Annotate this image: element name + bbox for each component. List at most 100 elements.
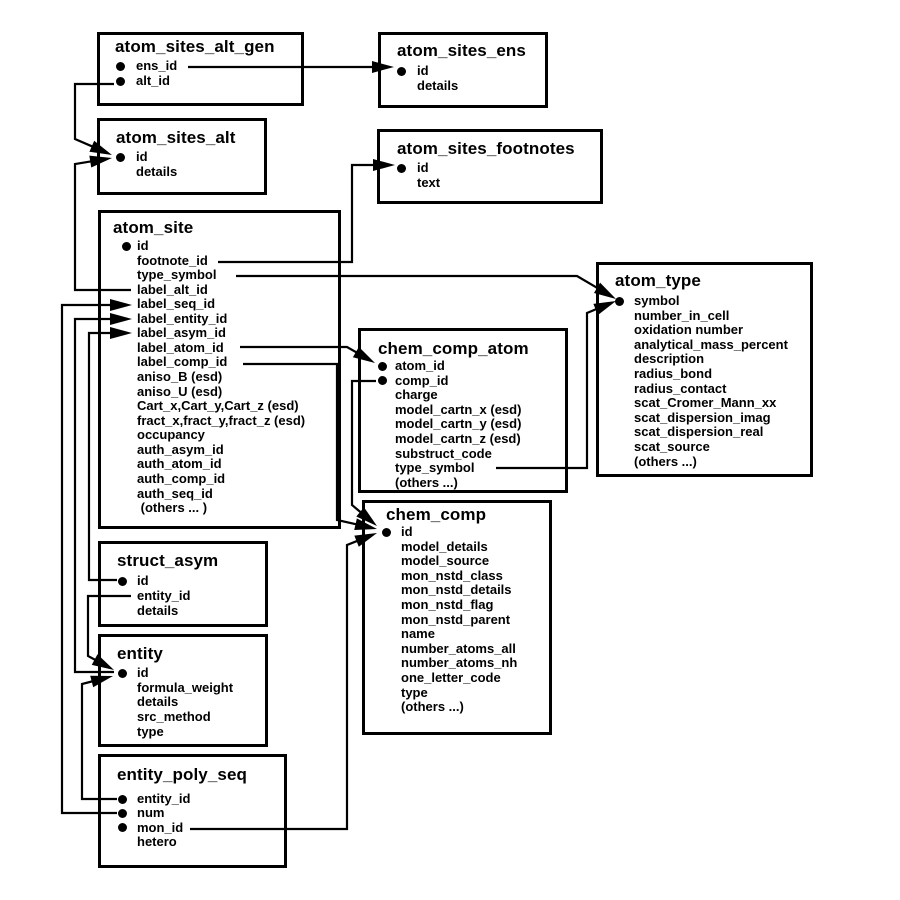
- table-field: details: [137, 694, 179, 710]
- table-field: id: [137, 665, 149, 680]
- table-field: substruct_code: [395, 445, 492, 461]
- table-field: details: [136, 164, 178, 179]
- table-title: chem_comp_atom: [378, 338, 529, 358]
- table-field: type_symbol: [395, 460, 475, 476]
- table-field: details: [417, 78, 459, 93]
- primary-key-icon: [377, 376, 387, 386]
- primary-key-icon: [117, 576, 127, 586]
- primary-key-icon: [614, 296, 624, 306]
- table-field: number_in_cell: [634, 307, 730, 323]
- table-field: auth_seq_id: [137, 485, 213, 501]
- table-field: (others ... ): [137, 500, 208, 516]
- table-field: model_cartn_x (esd): [395, 401, 522, 417]
- primary-key-icon: [121, 241, 131, 251]
- table-field: occupancy: [137, 427, 205, 443]
- table-field: symbol: [634, 293, 680, 308]
- table-field: hetero: [137, 833, 177, 849]
- table-field: number_atoms_all: [401, 640, 516, 656]
- table-field: label_comp_id: [137, 354, 228, 370]
- table-field: scat_dispersion_real: [634, 424, 764, 440]
- primary-key-icon: [117, 808, 127, 818]
- table-field: charge: [395, 387, 438, 403]
- table-field: id: [401, 524, 413, 539]
- primary-key-icon: [117, 794, 127, 804]
- primary-key-icon: [117, 668, 127, 678]
- table-field: text: [417, 175, 441, 190]
- table-title: chem_comp: [386, 504, 487, 524]
- table-field: src_method: [137, 709, 211, 725]
- primary-key-icon: [115, 76, 125, 86]
- primary-key-icon: [396, 66, 406, 76]
- table-field: mon_nstd_flag: [401, 597, 494, 612]
- primary-key-icon: [115, 152, 125, 162]
- table-field: radius_contact: [634, 380, 727, 396]
- primary-key-icon: [396, 163, 406, 173]
- table-field: label_asym_id: [137, 325, 226, 341]
- table-field: name: [401, 626, 435, 642]
- table-field: fract_x,fract_y,fract_z (esd): [137, 412, 306, 428]
- table-field: label_seq_id: [137, 296, 216, 312]
- table-title: atom_site: [113, 217, 194, 237]
- table-field: mon_nstd_details: [401, 582, 512, 598]
- table-title: struct_asym: [117, 550, 219, 570]
- table-title: atom_sites_ens: [397, 40, 526, 60]
- table-field: footnote_id: [137, 252, 208, 268]
- table-field: number_atoms_nh: [401, 655, 518, 671]
- primary-key-icon: [117, 823, 127, 833]
- table-field: model_cartn_z (esd): [395, 431, 521, 446]
- table-title: atom_sites_alt: [116, 127, 236, 147]
- table-field: model_cartn_y (esd): [395, 416, 522, 432]
- table-field: aniso_U (esd): [137, 383, 223, 399]
- table-field: num: [137, 805, 165, 821]
- table-field: auth_comp_id: [137, 470, 226, 486]
- table-field: one_letter_code: [401, 670, 501, 685]
- table-field: analytical_mass_percent: [634, 336, 788, 352]
- table-field: type: [137, 723, 164, 739]
- table-field: id: [417, 63, 429, 78]
- table-field: mon_nstd_parent: [401, 611, 511, 627]
- table-field: id: [136, 149, 148, 164]
- table-field: model_details: [401, 538, 488, 554]
- table-field: atom_id: [395, 358, 445, 373]
- table-field: mon_id: [137, 819, 184, 835]
- table-field: (others ...): [401, 699, 464, 715]
- table-field: scat_Cromer_Mann_xx: [634, 395, 777, 411]
- table-field: (others ...): [634, 453, 697, 469]
- table-field: type: [401, 684, 428, 700]
- table-field: Cart_x,Cart_y,Cart_z (esd): [137, 398, 299, 414]
- table-title: entity_poly_seq: [117, 764, 247, 784]
- primary-key-icon: [381, 527, 391, 537]
- table-field: alt_id: [136, 73, 170, 88]
- table-field: entity_id: [137, 587, 191, 603]
- primary-key-icon: [115, 61, 125, 71]
- table-field: details: [137, 602, 179, 618]
- table-field: ens_id: [136, 58, 178, 73]
- table-field: scat_source: [634, 439, 710, 454]
- table-field: mon_nstd_class: [401, 567, 503, 583]
- table-field: id: [137, 238, 149, 253]
- table-field: label_atom_id: [137, 339, 224, 355]
- table-field: id: [137, 573, 149, 588]
- primary-key-icon: [377, 361, 387, 371]
- table-field: oxidation number: [634, 322, 744, 338]
- table-field: entity_id: [137, 791, 191, 806]
- table-title: atom_type: [615, 270, 701, 290]
- table-field: description: [634, 351, 705, 367]
- table-field: comp_id: [395, 372, 449, 388]
- table-field: auth_atom_id: [137, 456, 222, 472]
- table-field: label_entity_id: [137, 310, 228, 326]
- table-field: auth_asym_id: [137, 441, 224, 457]
- table-field: scat_dispersion_imag: [634, 409, 771, 425]
- table-field: radius_bond: [634, 366, 713, 381]
- table-field: id: [417, 160, 429, 175]
